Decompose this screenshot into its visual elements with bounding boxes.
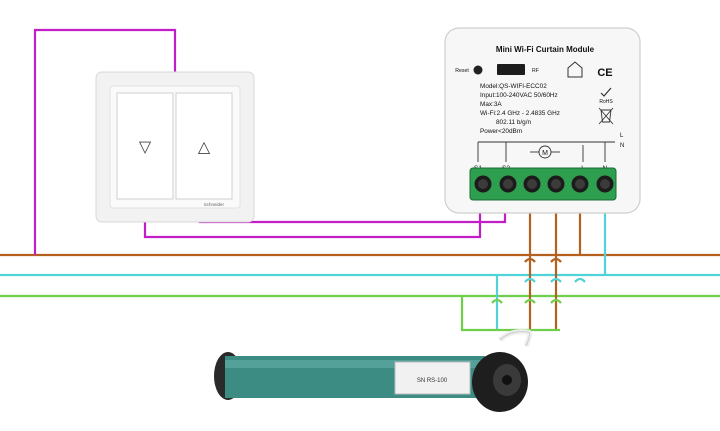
cyan-cross-3 bbox=[574, 277, 586, 283]
spec-max: Max:3A bbox=[480, 101, 502, 108]
wall-switch[interactable]: ▽ △ Schneider bbox=[95, 71, 255, 223]
terminal-block bbox=[469, 167, 617, 201]
line-l-label: L bbox=[620, 133, 624, 139]
rf-label: RF bbox=[532, 68, 539, 74]
green-cross-2 bbox=[524, 298, 536, 304]
green-wire-motor bbox=[460, 296, 560, 332]
reset-label: Reset bbox=[455, 68, 469, 74]
terminal-screws bbox=[474, 175, 614, 193]
motor-cable bbox=[498, 329, 533, 347]
brown-cross-2 bbox=[550, 257, 562, 263]
internal-schematic bbox=[477, 141, 615, 162]
up-arrow-icon: △ bbox=[198, 137, 211, 156]
spec-model: Model:QS-WIFI-ECC02 bbox=[480, 83, 547, 90]
line-n-label: N bbox=[620, 143, 624, 149]
switch-brand: Schneider bbox=[204, 202, 225, 207]
home-icon bbox=[567, 61, 583, 78]
cyan-cross-1 bbox=[524, 277, 536, 283]
mains-lines bbox=[0, 253, 720, 298]
spec-wifi: Wi-Fi:2.4 GHz - 2.4835 GHz bbox=[480, 110, 560, 117]
green-cross-3 bbox=[550, 298, 562, 304]
reset-button[interactable] bbox=[473, 65, 483, 75]
spec-lines: Model:QS-WIFI-ECC02 Input:100-240VAC 50/… bbox=[480, 83, 560, 135]
purple-wire-left bbox=[33, 28, 177, 255]
ce-mark: CE bbox=[597, 67, 612, 79]
cyan-cross-2 bbox=[550, 277, 562, 283]
module-case bbox=[444, 27, 641, 214]
status-led-window bbox=[497, 64, 525, 75]
down-arrow-icon: ▽ bbox=[139, 137, 152, 156]
module-down-wires bbox=[460, 200, 607, 332]
up-rocker bbox=[175, 92, 233, 200]
green-cross-1 bbox=[491, 298, 503, 304]
module-title: Mini Wi-Fi Curtain Module bbox=[496, 45, 595, 54]
motor-label-text: SN RS-100 bbox=[417, 378, 448, 384]
motor-label-sticker bbox=[394, 361, 471, 395]
wifi-module: Mini Wi-Fi Curtain Module Reset RF CE Ro… bbox=[444, 27, 641, 214]
brown-cross-1 bbox=[524, 257, 536, 263]
spec-input: Input:100-240VAC 50/60Hz bbox=[480, 92, 558, 99]
rohs-check-icon bbox=[600, 87, 612, 97]
spec-protocol: 802.11 b/g/n bbox=[496, 119, 532, 126]
rohs-mark: RoHS bbox=[599, 99, 613, 105]
spec-power: Power<20dBm bbox=[480, 128, 522, 135]
motor-symbol-label: M bbox=[542, 150, 548, 157]
down-rocker bbox=[116, 92, 174, 200]
tubular-motor: SN RS-100 bbox=[214, 352, 528, 412]
weee-bin-icon bbox=[598, 107, 614, 125]
